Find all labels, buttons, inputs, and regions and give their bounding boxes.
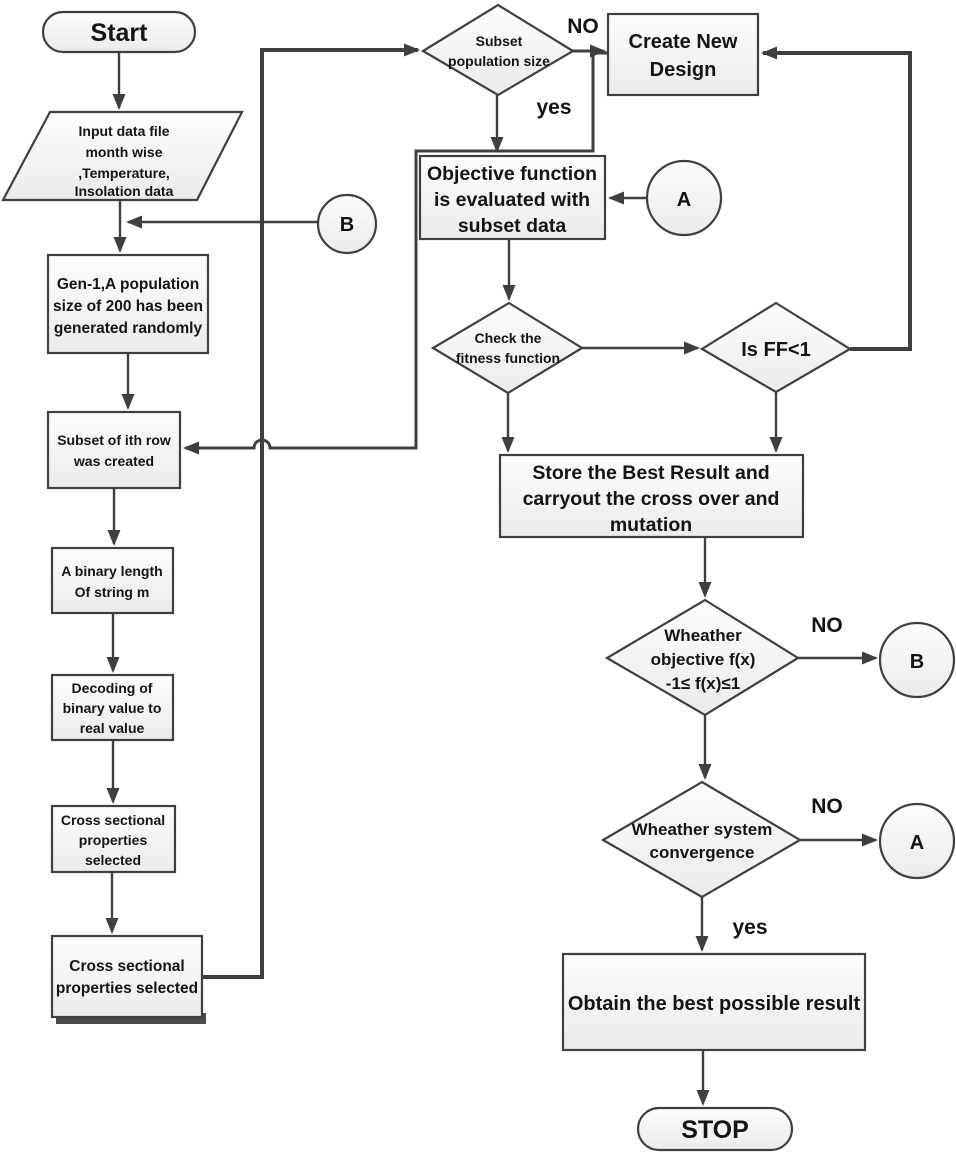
- create-new-design-line: Design: [650, 59, 717, 81]
- subset-population-line: Subset: [476, 33, 523, 49]
- node-whether-system: Wheather system convergence: [600, 780, 803, 899]
- node-create-new-design: Create New Design: [606, 12, 760, 97]
- subset-population-line: population size: [448, 53, 550, 69]
- is-ff-diamond: [699, 301, 853, 394]
- node-store-best: Store the Best Result and carryout the c…: [498, 453, 805, 539]
- input-data-line: ,Temperature,: [78, 165, 170, 181]
- objective-function-line: subset data: [458, 215, 567, 237]
- cross-sectional-1-line: selected: [85, 852, 141, 868]
- whether-objective-line: -1≤ f(x)≤1: [666, 674, 740, 693]
- node-check-fitness: Check the fitness function: [430, 301, 585, 395]
- node-connector-b-right: B: [878, 621, 956, 699]
- subset-row-line: was created: [73, 453, 154, 469]
- input-data-line: month wise: [85, 144, 162, 160]
- node-whether-objective: Wheather objective f(x) -1≤ f(x)≤1: [604, 598, 801, 717]
- node-is-ff: Is FF<1: [699, 301, 853, 394]
- node-objective-function: Objective function is evaluated with sub…: [418, 154, 607, 241]
- cross-sectional-2-line: properties selected: [56, 980, 198, 997]
- label-no-whether-objective: NO: [811, 614, 843, 637]
- edges: [105, 43, 912, 1106]
- objective-function-line: Objective function: [427, 163, 597, 185]
- create-new-design-box: [606, 12, 760, 97]
- connector-b-left-label: B: [340, 214, 354, 236]
- objective-function-box: [418, 154, 607, 241]
- cross-sectional-2-box: [50, 934, 204, 1019]
- node-stop: STOP: [636, 1106, 794, 1152]
- subset-population-diamond: [420, 3, 576, 97]
- start-label: Start: [91, 19, 149, 47]
- whether-system-line: Wheather system: [632, 820, 773, 839]
- cross-sectional-1-box: [50, 804, 177, 874]
- subset-row-line: Subset of ith row: [57, 432, 171, 448]
- objective-function-line: is evaluated with: [434, 189, 590, 211]
- subset-row-box: [46, 410, 182, 490]
- gen-population-line: Gen-1,A population: [57, 276, 199, 293]
- decoding-line: Decoding of: [72, 680, 153, 696]
- store-best-line: Store the Best Result and: [532, 462, 769, 484]
- connector-a-top-circle: [645, 159, 723, 237]
- connector-a-right-circle: [878, 802, 956, 880]
- stop-label: STOP: [681, 1116, 749, 1144]
- is-ff-label: Is FF<1: [741, 339, 810, 361]
- label-yes-whether-system: yes: [732, 916, 767, 939]
- whether-objective-line: Wheather: [664, 626, 742, 645]
- binary-length-box: [50, 546, 175, 615]
- connector-b-right-label: B: [910, 651, 924, 673]
- node-gen-population: Gen-1,A population size of 200 has been …: [46, 253, 210, 355]
- cross-sectional-1-line: properties: [79, 832, 148, 848]
- whether-objective-diamond: [604, 598, 801, 717]
- node-decoding: Decoding of binary value to real value: [50, 673, 175, 742]
- connector-b-right-circle: [878, 621, 956, 699]
- node-binary-length: A binary length Of string m: [50, 546, 175, 615]
- gen-population-line: size of 200 has been: [53, 298, 203, 315]
- binary-length-line: Of string m: [75, 584, 150, 600]
- input-data-line: Insolation data: [75, 183, 174, 199]
- obtain-best-label: Obtain the best possible result: [568, 993, 861, 1015]
- cross-sectional-2-line: Cross sectional: [69, 958, 184, 975]
- node-obtain-best: Obtain the best possible result: [561, 952, 867, 1052]
- decoding-line: real value: [80, 720, 145, 736]
- decoding-line: binary value to: [63, 700, 162, 716]
- whether-system-line: convergence: [650, 843, 755, 862]
- connector-a-top-label: A: [677, 189, 691, 211]
- whether-system-diamond: [600, 780, 803, 899]
- input-data-parallelogram: [1, 110, 244, 202]
- node-subset-row: Subset of ith row was created: [46, 410, 182, 490]
- store-best-line: carryout the cross over and: [523, 488, 780, 510]
- cross-sectional-1-line: Cross sectional: [61, 812, 165, 828]
- gen-population-line: generated randomly: [54, 320, 203, 337]
- label-yes-subset-population: yes: [536, 96, 571, 119]
- store-best-box: [498, 453, 805, 539]
- node-start: Start: [41, 10, 197, 54]
- check-fitness-line: Check the: [475, 330, 542, 346]
- label-no-subset-population: NO: [567, 15, 599, 38]
- edge-cross2-to-subsetpopulation: [202, 43, 420, 979]
- node-connector-a-top: A: [645, 159, 723, 237]
- connector-b-left-circle: [316, 193, 378, 255]
- create-new-design-line: Create New: [629, 31, 738, 53]
- node-subset-population: Subset population size: [420, 3, 576, 97]
- obtain-best-box: [561, 952, 867, 1052]
- label-no-whether-system: NO: [811, 795, 843, 818]
- start-terminator-shape: [41, 10, 197, 54]
- connector-a-right-label: A: [910, 832, 924, 854]
- cross-sectional-2-shadow: [56, 1013, 206, 1024]
- check-fitness-line: fitness function: [456, 350, 560, 366]
- edge-isff-to-create-loop: [761, 46, 912, 351]
- gen-population-box: [46, 253, 210, 355]
- node-cross-sectional-2: Cross sectional properties selected: [50, 934, 206, 1024]
- whether-objective-line: objective f(x): [651, 650, 756, 669]
- node-connector-a-right: A: [878, 802, 956, 880]
- node-connector-b-left: B: [316, 193, 378, 255]
- stop-terminator-shape: [636, 1106, 794, 1152]
- edge-create-to-subsetrow-bypass: [183, 51, 608, 455]
- node-cross-sectional-1: Cross sectional properties selected: [50, 804, 177, 874]
- check-fitness-diamond: [430, 301, 585, 395]
- store-best-line: mutation: [610, 514, 692, 536]
- decoding-box: [50, 673, 175, 742]
- binary-length-line: A binary length: [61, 563, 162, 579]
- node-input-data: Input data file month wise ,Temperature,…: [1, 110, 244, 202]
- input-data-line: Input data file: [79, 123, 170, 139]
